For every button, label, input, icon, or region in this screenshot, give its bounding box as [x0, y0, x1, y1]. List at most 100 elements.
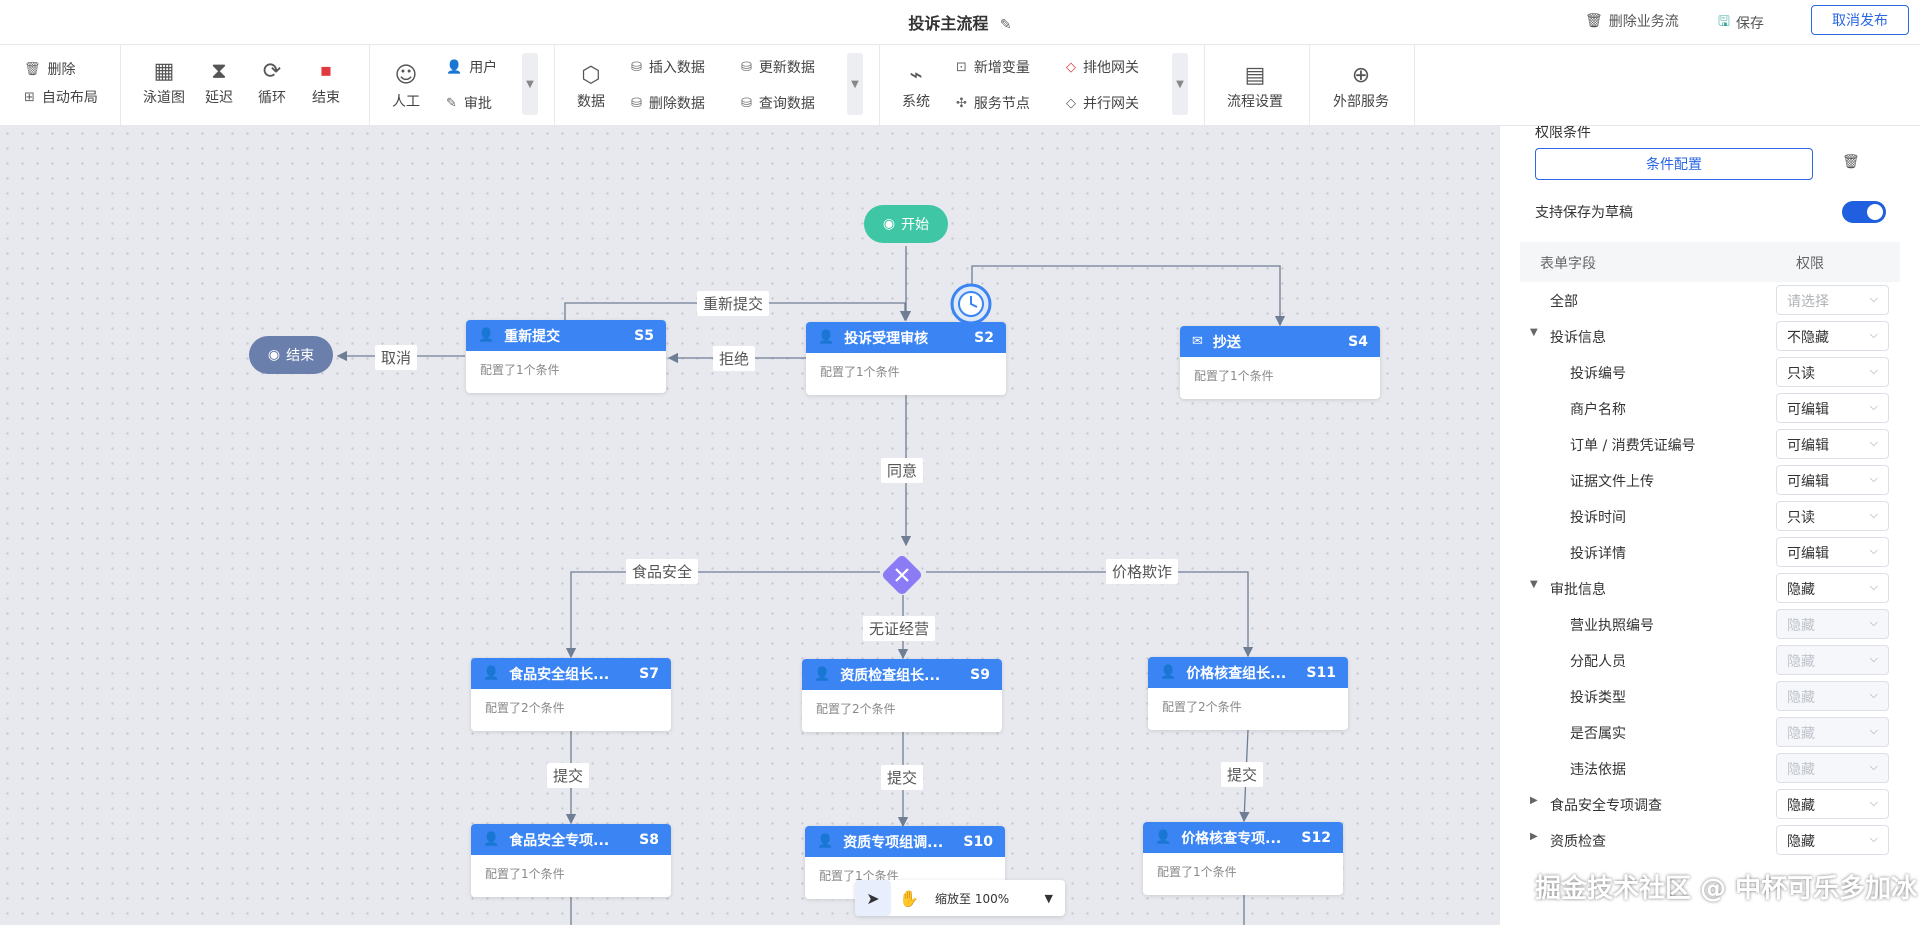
permission-value: 隐藏: [1787, 618, 1815, 634]
caret-down-icon[interactable]: ▼: [1530, 327, 1538, 338]
delay-label: 延迟: [205, 90, 233, 106]
node-desc: 配置了1个条件: [820, 365, 900, 379]
node-title: 资质专项组调...: [843, 834, 944, 851]
node-s11[interactable]: 👤价格核查组长...S11 配置了2个条件: [1148, 657, 1348, 730]
query-data-label: 查询数据: [758, 96, 815, 112]
swimlane-tool[interactable]: ▦ 泳道图: [143, 57, 185, 107]
caret-right-icon[interactable]: ▶: [1530, 831, 1538, 842]
parallel-gateway-tool[interactable]: ◇ 并行网关: [1066, 93, 1139, 113]
manual-tool[interactable]: ☺ 人工: [392, 61, 420, 111]
node-s7[interactable]: 👤食品安全组长...S7 配置了2个条件: [471, 658, 671, 731]
permission-value: 隐藏: [1787, 582, 1815, 598]
node-code: S7: [639, 665, 659, 682]
end-tool[interactable]: ⏹ 结束: [312, 57, 340, 107]
node-s9[interactable]: 👤资质检查组长...S9 配置了2个条件: [802, 659, 1002, 732]
edge-label-resubmit[interactable]: 重新提交: [697, 291, 770, 316]
caret-right-icon[interactable]: ▶: [1530, 795, 1538, 806]
timer-icon[interactable]: [950, 283, 992, 325]
permission-select[interactable]: 可编辑⌵: [1776, 429, 1889, 459]
permission-select[interactable]: 可编辑⌵: [1776, 537, 1889, 567]
permission-select[interactable]: 请选择⌵: [1776, 285, 1889, 315]
edge-label-unlicensed[interactable]: 无证经营: [863, 616, 936, 641]
edge-label-reject[interactable]: 拒绝: [713, 346, 756, 371]
caret-down-icon[interactable]: ▼: [1530, 579, 1538, 590]
end-node[interactable]: ◉ 结束: [249, 336, 333, 374]
manual-label: 人工: [392, 94, 420, 110]
hand-icon[interactable]: ✋: [899, 888, 919, 908]
draft-toggle[interactable]: [1842, 201, 1886, 223]
system-tool[interactable]: ⌁ 系统: [902, 61, 930, 111]
edit-title-icon[interactable]: ✎: [999, 17, 1012, 33]
permission-select[interactable]: 隐藏⌵: [1776, 825, 1889, 855]
zoom-level[interactable]: 缩放至 100%: [935, 891, 1010, 906]
exclusive-gateway-node[interactable]: [877, 550, 927, 600]
update-data-tool[interactable]: ⛁ 更新数据: [741, 57, 815, 77]
section-title: 权限条件: [1535, 126, 1591, 141]
chevron-down-icon: ⌵: [1869, 760, 1878, 773]
edge-label-submit[interactable]: 提交: [547, 763, 590, 788]
edge-label-price-fraud[interactable]: 价格欺诈: [1106, 559, 1179, 584]
service-node-tool[interactable]: ✣ 服务节点: [956, 93, 1030, 113]
start-node[interactable]: ◉ 开始: [864, 205, 948, 243]
node-s8[interactable]: 👤食品安全专项...S8 配置了1个条件: [471, 824, 671, 897]
node-title: 食品安全组长...: [509, 666, 610, 683]
draft-label: 支持保存为草稿: [1535, 205, 1633, 221]
edge-label-food-safety[interactable]: 食品安全: [626, 559, 699, 584]
user-tool[interactable]: 👤 用户: [446, 57, 497, 77]
approve-icon: ✎: [446, 95, 457, 111]
permission-select[interactable]: 不隐藏⌵: [1776, 321, 1889, 351]
exclusive-gateway-tool[interactable]: ◇ 排他网关: [1066, 57, 1139, 77]
permission-select[interactable]: 隐藏⌵: [1776, 789, 1889, 819]
field-label: 商户名称: [1570, 402, 1626, 418]
delete-data-tool[interactable]: ⛁ 删除数据: [631, 93, 705, 113]
edge-label-submit[interactable]: 提交: [881, 765, 924, 790]
node-title: 投诉受理审核: [844, 330, 929, 347]
data-tool[interactable]: ⬡ 数据: [577, 61, 605, 111]
condition-config-button[interactable]: 条件配置: [1535, 148, 1813, 180]
pointer-icon[interactable]: ➤: [855, 880, 891, 916]
node-desc: 配置了1个条件: [480, 363, 560, 377]
permission-value: 可编辑: [1787, 402, 1829, 418]
new-variable-tool[interactable]: ⊡ 新增变量: [956, 57, 1030, 77]
edge-label-agree[interactable]: 同意: [881, 458, 924, 483]
people-more-button[interactable]: ▼: [522, 53, 538, 115]
external-service-tool[interactable]: ⊕ 外部服务: [1333, 61, 1389, 111]
start-label: 开始: [901, 217, 930, 233]
node-s12[interactable]: 👤价格核查专项...S12 配置了1个条件: [1143, 822, 1343, 895]
save-button[interactable]: 🖫 保存: [1718, 11, 1764, 35]
layout-icon: ⊞: [24, 89, 35, 105]
permission-select[interactable]: 可编辑⌵: [1776, 465, 1889, 495]
chevron-down-icon[interactable]: ▼: [1044, 891, 1053, 905]
cancel-publish-button[interactable]: 取消发布: [1811, 5, 1909, 35]
approve-tool[interactable]: ✎ 审批: [446, 93, 492, 113]
loop-icon: ⟳: [262, 59, 282, 84]
edge-label-cancel[interactable]: 取消: [375, 345, 418, 370]
permission-select[interactable]: 只读⌵: [1776, 501, 1889, 531]
permission-table-header: 表单字段 权限: [1520, 242, 1900, 282]
delete-tool[interactable]: 🗑 删除: [24, 59, 76, 79]
manual-icon: ☺: [394, 63, 418, 88]
permission-value: 不隐藏: [1787, 330, 1829, 346]
delete-flow-button[interactable]: 🗑 删除业务流: [1585, 11, 1679, 31]
insert-data-tool[interactable]: ⛁ 插入数据: [631, 57, 705, 77]
trash-icon[interactable]: 🗑: [1842, 154, 1860, 170]
query-data-tool[interactable]: ⛁ 查询数据: [741, 93, 815, 113]
system-icon: ⌁: [909, 63, 923, 88]
flow-settings-tool[interactable]: ▤ 流程设置: [1227, 61, 1283, 111]
user-icon: 👤: [446, 59, 463, 75]
delay-tool[interactable]: ⧗ 延迟: [205, 57, 233, 107]
permission-select[interactable]: 隐藏⌵: [1776, 573, 1889, 603]
auto-layout-tool[interactable]: ⊞ 自动布局: [24, 87, 98, 107]
permission-select[interactable]: 只读⌵: [1776, 357, 1889, 387]
edge-label-submit[interactable]: 提交: [1221, 762, 1264, 787]
permission-select[interactable]: 可编辑⌵: [1776, 393, 1889, 423]
stop-circle-icon: ◉: [267, 347, 281, 363]
data-more-button[interactable]: ▼: [847, 53, 863, 115]
system-more-button[interactable]: ▼: [1172, 53, 1188, 115]
loop-tool[interactable]: ⟳ 循环: [258, 57, 286, 107]
